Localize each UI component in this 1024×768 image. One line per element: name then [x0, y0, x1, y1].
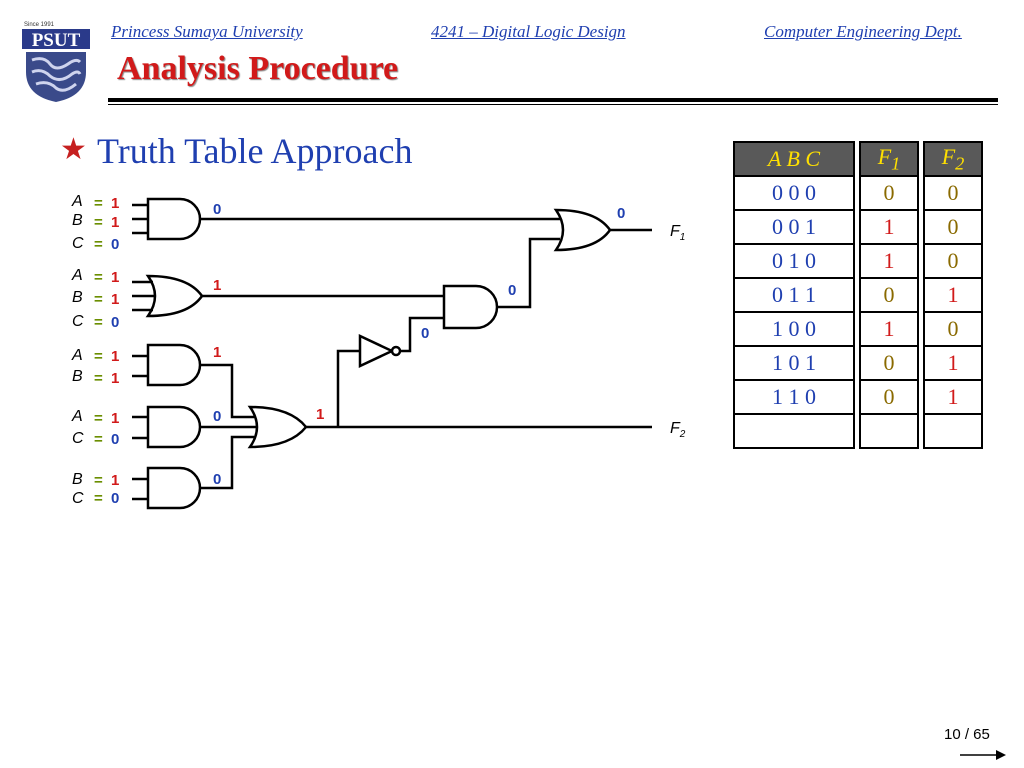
svg-text:=: = — [94, 214, 103, 231]
output-f1-label: F1 — [670, 223, 685, 243]
input-equals: = = = = = = = = = = = = — [94, 195, 103, 507]
truth-table-header: A B C F1 F2 — [733, 141, 983, 177]
input-var: C — [72, 430, 84, 447]
table-row: 0 0 0 0 0 — [733, 175, 983, 211]
input-value: 0 — [111, 431, 119, 448]
header-university: Princess Sumaya University — [111, 22, 303, 41]
output-f2-label: F2 — [670, 420, 686, 440]
and-gate-2in — [202, 237, 560, 330]
header-f1: F1 — [859, 141, 919, 177]
logo-since: Since 1991 — [24, 22, 55, 28]
svg-text:=: = — [94, 431, 103, 448]
or-gate-f1 — [200, 208, 652, 252]
svg-text:=: = — [94, 236, 103, 253]
or-gate-f2 — [200, 363, 308, 490]
table-row — [733, 413, 983, 449]
page-title: Analysis Procedure — [117, 50, 399, 87]
input-value: 1 — [111, 348, 119, 365]
psut-logo: Since 1991 PSUT — [20, 18, 92, 109]
input-value: 1 — [111, 472, 119, 489]
input-var: B — [72, 289, 83, 306]
input-value: 1 — [111, 291, 119, 308]
star-bullet-icon: ★ — [60, 133, 87, 166]
input-var: B — [72, 471, 83, 488]
table-row: 0 1 0 1 0 — [733, 243, 983, 279]
svg-text:=: = — [94, 314, 103, 331]
wire-value: 1 — [213, 344, 221, 361]
input-value: 1 — [111, 195, 119, 212]
next-slide-arrow-icon[interactable] — [958, 748, 1008, 762]
logo-text: PSUT — [32, 30, 81, 51]
not-gate — [336, 316, 444, 427]
svg-text:=: = — [94, 348, 103, 365]
input-var: C — [72, 313, 84, 330]
input-value: 1 — [111, 370, 119, 387]
wire-value: 0 — [213, 201, 221, 218]
input-var: C — [72, 490, 84, 507]
input-labels: A B C A B C A B A C B C — [71, 193, 84, 507]
table-row: 1 1 0 0 1 — [733, 379, 983, 415]
wire-value: 1 — [316, 406, 324, 423]
and-gate-ac — [132, 405, 202, 449]
wire-value: 0 — [213, 408, 221, 425]
wire-value: 0 — [213, 471, 221, 488]
table-row: 1 0 1 0 1 — [733, 345, 983, 381]
svg-text:=: = — [94, 410, 103, 427]
header-dept: Computer Engineering Dept. — [764, 22, 962, 41]
page-number: 10 / 65 — [944, 726, 990, 743]
table-row: 0 0 1 1 0 — [733, 209, 983, 245]
input-value: 1 — [111, 214, 119, 231]
wire-value: 1 — [213, 277, 221, 294]
and-gate-ab — [132, 343, 202, 387]
input-value: 1 — [111, 269, 119, 286]
header-abc: A B C — [733, 141, 855, 177]
and-gate-bc — [132, 466, 202, 510]
header-course: 4241 – Digital Logic Design — [431, 22, 626, 41]
header-rule — [108, 98, 998, 102]
svg-text:=: = — [94, 472, 103, 489]
svg-text:=: = — [94, 490, 103, 507]
input-var: C — [72, 235, 84, 252]
table-row: 0 1 1 0 1 — [733, 277, 983, 313]
input-var: A — [71, 193, 83, 210]
svg-text:=: = — [94, 269, 103, 286]
input-var: A — [71, 347, 83, 364]
input-var: A — [71, 267, 83, 284]
header-rule-thin — [108, 104, 998, 105]
wire-value: 0 — [617, 205, 625, 222]
wire-value: 0 — [508, 282, 516, 299]
truth-table: A B C F1 F2 0 0 0 0 0 0 0 1 1 0 0 1 0 1 … — [733, 141, 983, 449]
input-value: 0 — [111, 314, 119, 331]
input-value: 0 — [111, 490, 119, 507]
input-var: B — [72, 368, 83, 385]
svg-text:=: = — [94, 291, 103, 308]
svg-text:=: = — [94, 370, 103, 387]
input-var: A — [71, 408, 83, 425]
input-values: 1 1 0 1 1 0 1 1 1 0 1 0 — [111, 195, 119, 507]
or-gate-abc — [132, 274, 204, 318]
svg-text:=: = — [94, 195, 103, 212]
input-value: 1 — [111, 410, 119, 427]
input-var: B — [72, 212, 83, 229]
table-row: 1 0 0 1 0 — [733, 311, 983, 347]
wire-value: 0 — [421, 325, 429, 342]
section-heading: Truth Table Approach — [97, 131, 413, 171]
header-f2: F2 — [923, 141, 983, 177]
and-gate-abc — [132, 197, 202, 241]
input-value: 0 — [111, 236, 119, 253]
